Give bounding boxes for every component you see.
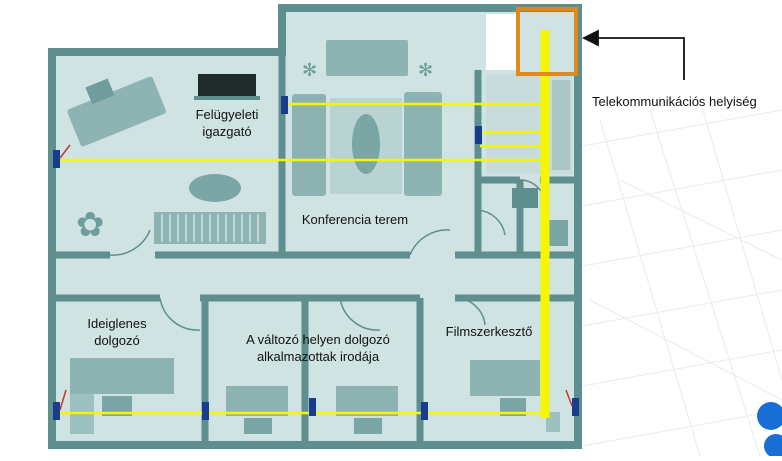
telecom-room-highlight	[516, 7, 578, 76]
room-label-supervisor-line2: igazgató	[202, 124, 252, 139]
tv-stand	[194, 96, 260, 100]
room-label-supervisor: Felügyeleti igazgató	[184, 106, 270, 140]
outlet-supervisor	[53, 150, 60, 168]
patch-cords	[59, 144, 573, 411]
building-floor	[52, 8, 578, 445]
mobile-chair-right	[354, 418, 382, 434]
network-outlets	[53, 96, 579, 420]
room-label-mobile-office-line1: A változó helyen dolgozó	[246, 332, 390, 347]
corridor-fixture	[548, 220, 568, 246]
callout-label-telecom-text: Telekommunikációs helyiség	[592, 94, 757, 109]
room-label-conference: Konferencia terem	[290, 211, 420, 228]
room-label-conference-line1: Konferencia terem	[301, 212, 409, 227]
door-temp	[159, 297, 201, 331]
outlet-mobile-left	[202, 402, 209, 420]
furniture: ✿ ✻ ✻	[67, 40, 568, 434]
conference-cabinet	[326, 40, 408, 76]
outlet-temp	[53, 402, 60, 420]
mobile-chair-left	[244, 418, 272, 434]
room-label-film-editor-line1: Filmszerkesztő	[445, 324, 533, 339]
room-label-temporary-line2: dolgozó	[94, 333, 140, 348]
outlet-conference	[281, 96, 288, 114]
callout-label-telecom: Telekommunikációs helyiség	[592, 94, 757, 109]
telecom-room-shelf	[552, 80, 570, 170]
corridor-box	[512, 188, 538, 208]
conference-sofa-right	[404, 92, 442, 196]
plant-icon-conf-left: ✻	[302, 60, 317, 81]
supervisor-rug	[189, 174, 241, 202]
outlet-mobile-mid	[309, 398, 316, 416]
supervisor-cabinet-slats	[161, 214, 259, 242]
callout-arrow	[581, 29, 685, 80]
interior-walls	[52, 52, 578, 445]
background-grid	[559, 99, 782, 457]
conference-sofa-left	[292, 94, 326, 196]
conference-table	[352, 114, 380, 174]
room-label-mobile-office-line2: alkalmazottak irodája	[256, 349, 380, 364]
door-corridor-right	[477, 209, 506, 236]
blue-figure-icon	[757, 402, 782, 458]
outlet-telecom	[475, 126, 482, 144]
room-label-film-editor: Filmszerkesztő	[434, 323, 544, 340]
outlet-mobile-right	[421, 402, 428, 420]
telecom-room-notch	[486, 14, 516, 70]
film-desk	[470, 360, 540, 396]
room-label-temporary: Ideiglenes dolgozó	[74, 315, 160, 349]
room-label-mobile-office: A változó helyen dolgozó alkalmazottak i…	[228, 331, 408, 365]
cables	[56, 30, 550, 418]
plant-icon-conf-right: ✻	[418, 60, 433, 81]
film-chair	[500, 398, 526, 416]
mobile-desk-left	[226, 386, 288, 416]
room-label-supervisor-line1: Felügyeleti	[195, 107, 259, 122]
door-conference	[409, 229, 451, 256]
door-mobile	[339, 297, 381, 331]
plant-icon-supervisor: ✿	[76, 205, 105, 245]
tv-screen	[198, 74, 256, 96]
supervisor-desk	[67, 76, 166, 147]
doors	[109, 179, 546, 331]
room-label-temporary-line1: Ideiglenes	[87, 316, 147, 331]
outlet-film	[572, 398, 579, 416]
temp-chair	[102, 396, 132, 416]
door-film	[454, 297, 486, 326]
mobile-desk-right	[336, 386, 398, 416]
door-supervisor	[109, 229, 151, 256]
temp-desk	[70, 358, 174, 394]
